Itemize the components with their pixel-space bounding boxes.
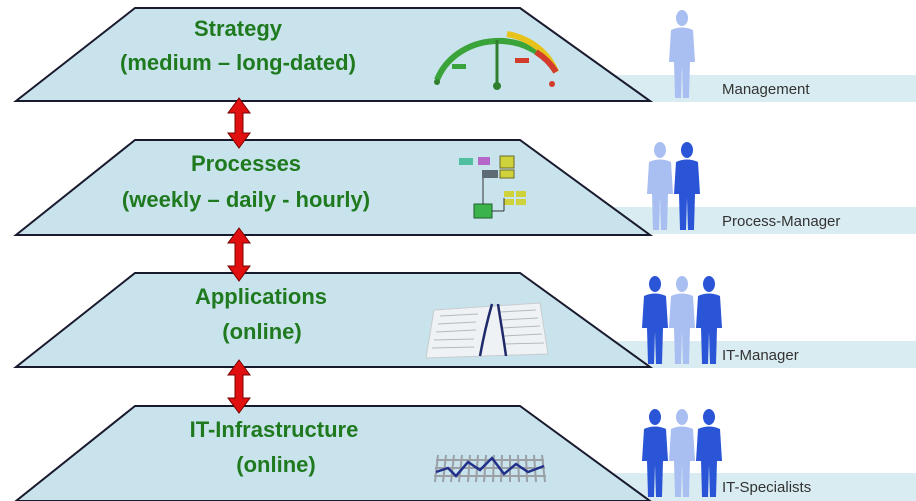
person-icon xyxy=(669,276,695,364)
person-icon xyxy=(696,409,722,497)
layer-title-strategy: Strategy xyxy=(194,16,283,41)
connector-arrow-strategy-processes xyxy=(227,97,251,149)
application-chart-icon xyxy=(425,302,549,359)
infrastructure-network-icon xyxy=(434,454,546,483)
role-label-it-manager: IT-Manager xyxy=(722,347,799,364)
layer-subtitle-applications: (online) xyxy=(222,319,301,344)
layer-title-applications: Applications xyxy=(195,284,327,309)
person-icon xyxy=(669,10,695,98)
person-icon xyxy=(642,276,668,364)
people-figures xyxy=(642,10,722,497)
connector-arrow-processes-applications xyxy=(227,227,251,282)
person-icon xyxy=(674,142,700,230)
layer-subtitle-strategy: (medium – long-dated) xyxy=(120,50,356,75)
layer-plane-applications xyxy=(13,272,654,368)
layer-subtitle-infrastructure: (online) xyxy=(236,452,315,477)
layer-plane-strategy xyxy=(13,7,654,102)
person-icon xyxy=(696,276,722,364)
person-icon xyxy=(647,142,673,230)
role-label-it-specialists: IT-Specialists xyxy=(722,479,811,496)
person-icon xyxy=(669,409,695,497)
person-icon xyxy=(642,409,668,497)
connector-arrow-applications-infrastructure xyxy=(227,359,251,414)
gauge-icon xyxy=(434,31,559,90)
role-label-process-manager: Process-Manager xyxy=(722,213,840,230)
layer-plane-infrastructure xyxy=(14,405,652,501)
layer-title-processes: Processes xyxy=(191,151,301,176)
process-flow-icon xyxy=(459,155,526,219)
layer-title-infrastructure: IT-Infrastructure xyxy=(190,417,359,442)
layer-subtitle-processes: (weekly – daily - hourly) xyxy=(122,187,370,212)
role-label-management: Management xyxy=(722,81,810,98)
